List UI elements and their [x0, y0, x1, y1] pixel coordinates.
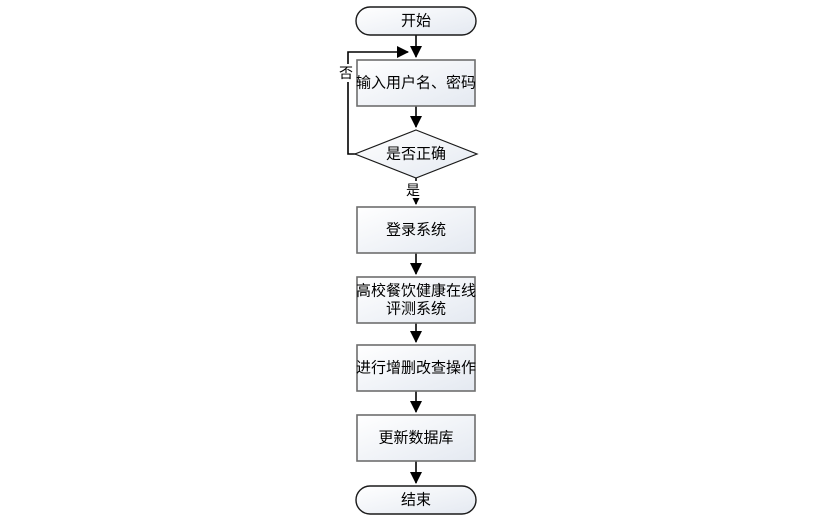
node-decision: 是否正确 [353, 129, 479, 179]
node-start: 开始 [355, 6, 477, 36]
node-system: 高校餐饮健康在线 评测系统 [356, 276, 476, 324]
node-input: 输入用户名、密码 [356, 59, 476, 107]
edge-no-loopback [347, 46, 409, 155]
input-shape [356, 59, 476, 107]
login-label: 登录系统 [386, 222, 446, 239]
end-label: 结束 [401, 492, 431, 509]
no-label-bg [338, 64, 355, 82]
edge-label-yes: 是 [405, 181, 422, 198]
system-shape [356, 276, 476, 324]
crud-shape [356, 344, 476, 392]
start-label: 开始 [401, 13, 431, 30]
node-login: 登录系统 [356, 206, 476, 254]
node-end: 结束 [355, 485, 477, 515]
yes-label-bg [405, 181, 422, 198]
login-shape [356, 206, 476, 254]
edge-label-no: 否 [338, 64, 355, 82]
start-shape [355, 6, 477, 36]
no-label: 否 [339, 65, 353, 81]
system-label-line2: 评测系统 [386, 301, 446, 318]
node-update: 更新数据库 [356, 414, 476, 462]
node-crud: 进行增删改查操作 [356, 344, 476, 392]
crud-label: 进行增删改查操作 [356, 360, 476, 377]
input-label: 输入用户名、密码 [356, 75, 476, 92]
system-label-line1: 高校餐饮健康在线 [356, 283, 476, 300]
update-shape [356, 414, 476, 462]
update-label: 更新数据库 [378, 430, 453, 447]
end-shape [355, 485, 477, 515]
decision-shape [353, 129, 479, 179]
decision-label: 是否正确 [386, 146, 446, 163]
yes-label: 是 [406, 182, 420, 198]
